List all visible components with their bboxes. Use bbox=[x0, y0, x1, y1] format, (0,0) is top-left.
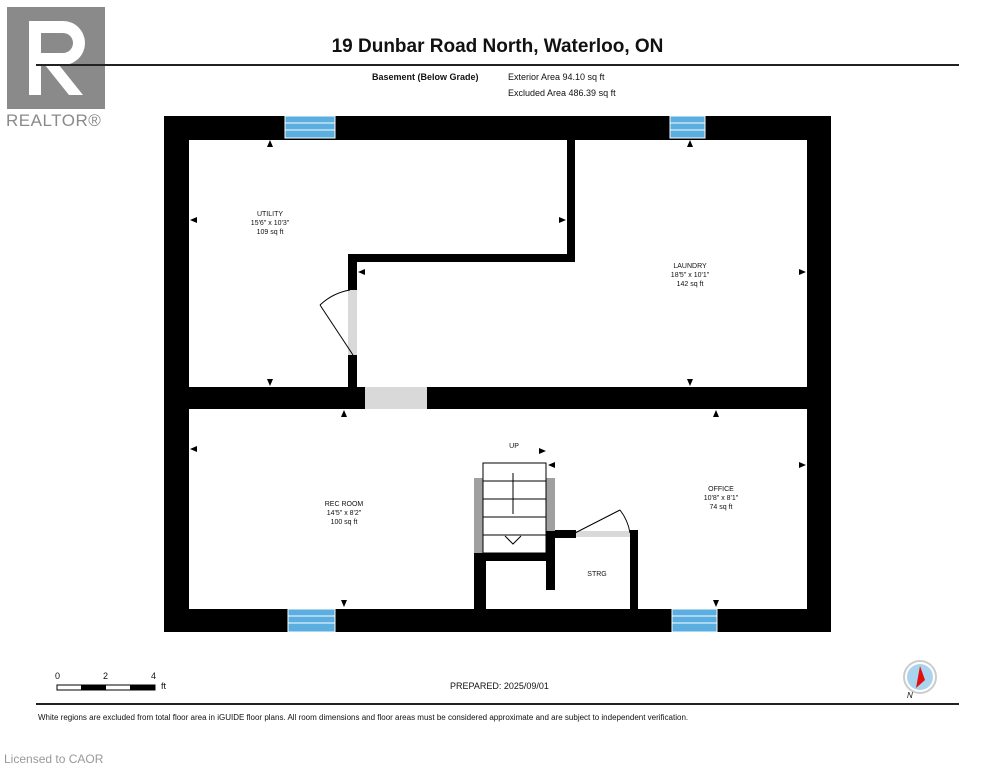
room-name: REC ROOM bbox=[324, 501, 364, 508]
room-dims: 18'5" x 10'1" bbox=[670, 272, 710, 279]
door-openings bbox=[348, 290, 630, 537]
room-utility: UTILITY 15'6" x 10'3" 109 sq ft bbox=[251, 210, 289, 237]
realtor-logo-text: REALTOR® bbox=[6, 111, 102, 130]
room-office: OFFICE 10'8" x 8'1" 74 sq ft bbox=[704, 485, 739, 512]
disclaimer: White regions are excluded from total fl… bbox=[38, 713, 689, 722]
divider bbox=[36, 64, 959, 66]
room-area: 109 sq ft bbox=[256, 229, 284, 236]
prepared-date: PREPARED: 2025/09/01 bbox=[450, 681, 549, 691]
room-area: 100 sq ft bbox=[330, 519, 358, 526]
room-dims: 15'6" x 10'3" bbox=[250, 220, 290, 227]
page-title: 19 Dunbar Road North, Waterloo, ON bbox=[331, 36, 664, 57]
room-rec-room: REC ROOM 14'5" x 8'2" 100 sq ft bbox=[325, 500, 364, 527]
scale-tick-2: 2 bbox=[103, 671, 109, 681]
scale-unit: ft bbox=[161, 681, 167, 691]
stairs bbox=[474, 462, 555, 554]
compass-icon bbox=[903, 660, 937, 694]
room-laundry: LAUNDRY 18'5" x 10'1" 142 sq ft bbox=[671, 262, 709, 289]
scale-tick-0: 0 bbox=[55, 671, 61, 681]
room-name: OFFICE bbox=[708, 486, 734, 493]
scale-bar bbox=[56, 684, 156, 691]
room-area: 142 sq ft bbox=[676, 281, 704, 288]
scale-tick-4: 4 bbox=[151, 671, 157, 681]
level-label: Basement (Below Grade) bbox=[372, 72, 479, 82]
compass-label: N bbox=[907, 691, 913, 700]
windows bbox=[284, 115, 718, 633]
room-area: 74 sq ft bbox=[709, 504, 733, 511]
room-name: LAUNDRY bbox=[673, 263, 707, 270]
license-text: Licensed to CAOR bbox=[4, 752, 104, 766]
realtor-r-icon bbox=[29, 21, 85, 95]
realtor-logo bbox=[7, 7, 105, 109]
room-dims: 10'8" x 8'1" bbox=[703, 495, 739, 502]
room-name: UTILITY bbox=[256, 211, 284, 218]
room-storage: STRG bbox=[587, 571, 607, 578]
divider bbox=[36, 703, 959, 705]
room-dims: 14'5" x 8'2" bbox=[326, 510, 362, 517]
exterior-area: Exterior Area 94.10 sq ft bbox=[508, 72, 605, 82]
door-swings bbox=[319, 289, 631, 534]
dimension-arrows bbox=[190, 140, 806, 607]
walls bbox=[164, 116, 831, 632]
excluded-area: Excluded Area 486.39 sq ft bbox=[508, 88, 616, 98]
stairs-label: UP bbox=[509, 443, 519, 450]
